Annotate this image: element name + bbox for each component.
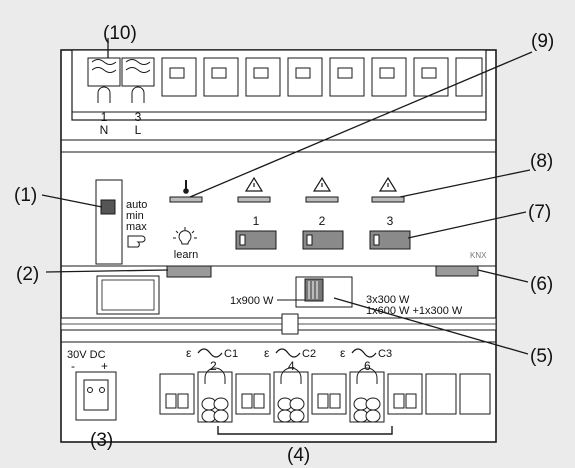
warning-triangle-icon [378,176,398,192]
learn-button[interactable] [166,265,212,278]
channel-epsilon: ε [186,346,192,360]
dimmer-curve-icon [351,348,377,358]
channel-terminal-number: 6 [364,359,371,373]
terminal-n[interactable] [87,57,121,103]
channel-code: C3 [378,348,392,360]
output-terminal-2[interactable] [197,367,233,423]
learn-label: learn [174,249,198,261]
top-terminal-slots [161,57,483,97]
terminal-l[interactable] [121,57,155,103]
warning-triangle-icon [244,176,264,192]
channel-button-1[interactable] [235,230,277,250]
label-window [96,275,160,315]
channel-terminal-number: 2 [210,359,217,373]
output-channel-c1: ε C1 2 [186,346,238,373]
load-option-three: 3x300 W [366,294,410,306]
callout-10: (10) [103,23,137,44]
callout-6: (6) [530,274,553,295]
load-option-single: 1x900 W [230,295,274,307]
mode-max-label: max [126,221,147,233]
sun-learn-icon [173,227,197,245]
thermometer-icon [183,180,189,194]
terminal-n-number: 1 [101,110,108,124]
callout-8: (8) [530,151,553,172]
channel-number-2: 2 [319,214,326,228]
terminal-n-name: N [100,123,109,137]
terminal-l-name: L [135,123,142,137]
channel-button-3[interactable] [369,230,411,250]
callout-1: (1) [14,185,37,206]
output-terminal-4[interactable] [273,367,309,423]
callout-leaders [41,38,533,355]
warning-triangle-icon [312,176,332,192]
load-selector-switch[interactable] [304,278,324,302]
power-terminal[interactable] [75,371,117,421]
callout-7: (7) [528,202,551,223]
output-terminal-6[interactable] [349,367,385,423]
dimmer-curve-icon [275,348,301,358]
channel-number-1: 1 [253,214,260,228]
channel-code: C2 [302,348,316,360]
fault-led-2 [305,196,339,203]
power-terminal-plus: + [101,359,108,373]
callout-9: (9) [531,31,554,52]
mode-selector-housing [95,179,123,265]
terminal-l-number: 3 [135,110,142,124]
hand-pointer-icon [127,235,146,248]
channel-code: C1 [224,348,238,360]
channel-epsilon: ε [264,346,270,360]
dimmer-curve-icon [197,348,223,358]
bottom-terminal-slots [159,373,491,415]
label-window-inner [101,279,155,311]
load-switch-housing [295,276,353,308]
output-channel-c2: ε C2 4 [264,346,316,373]
callout-4: (4) [287,445,310,466]
fault-led-3 [371,196,405,203]
rail-clip [281,313,299,335]
callout-5: (5) [530,346,553,367]
mode-min-label: min [126,210,144,222]
channel-epsilon: ε [340,346,346,360]
output-channel-c3: ε C3 6 [340,346,392,373]
power-terminal-label: 30V DC [67,349,106,361]
callout-3: (3) [90,430,113,451]
knx-programming-button[interactable] [435,265,479,277]
mode-selector-knob[interactable] [100,199,116,215]
power-terminal-minus: - [71,359,75,373]
channel-terminal-number: 4 [288,359,295,373]
callout-2: (2) [16,264,39,285]
output-terminals-bracket [217,426,393,435]
mode-auto-label: auto [126,199,147,211]
knx-logo: KNX [470,251,487,260]
channel-button-2[interactable] [302,230,344,250]
temperature-led [169,196,203,203]
channel-number-3: 3 [387,214,394,228]
fault-led-1 [237,196,271,203]
